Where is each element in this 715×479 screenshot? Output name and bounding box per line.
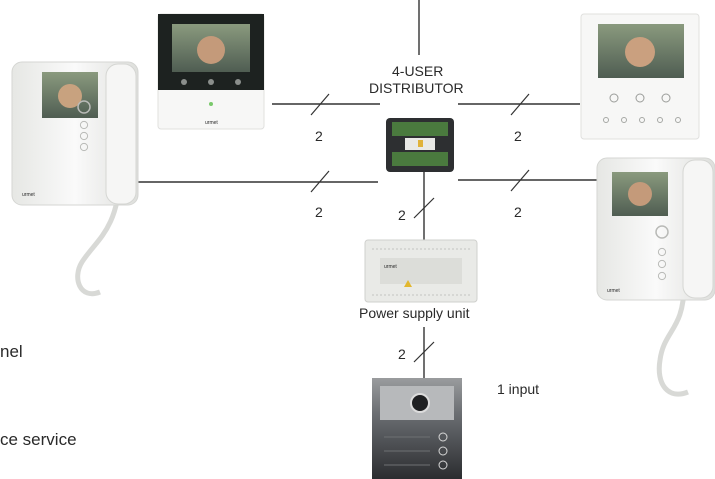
button-1 (657, 247, 667, 257)
handset-receiver (105, 63, 137, 205)
call-button-3 (438, 460, 448, 470)
handset-receiver (682, 159, 714, 299)
entrance-panel (372, 378, 462, 479)
jumper (418, 140, 423, 147)
slash-mid-right (510, 169, 530, 192)
distributor-label-line2: DISTRIBUTOR (369, 80, 464, 96)
wire-slashes (310, 93, 530, 363)
wires (137, 0, 598, 378)
left-note-line2: ce service (0, 430, 77, 449)
brand-logo: urmet (205, 120, 218, 126)
face-image (628, 182, 652, 206)
key-7 (657, 117, 663, 123)
key-5 (621, 117, 627, 123)
wire-count-to-panel: 2 (398, 346, 406, 362)
status-led (209, 102, 213, 106)
button-2 (79, 131, 89, 141)
slash-to-panel (413, 341, 435, 363)
psu-front (380, 258, 462, 284)
slash-top-right (510, 93, 530, 116)
distributor-label-line1: 4-USER (392, 63, 444, 79)
brand-logo: urmet (384, 264, 397, 270)
button-3 (79, 142, 89, 152)
brand-logo: urmet (607, 288, 620, 294)
terminal-block-top (392, 122, 448, 136)
terminal-block-bottom (392, 152, 448, 166)
panel-input-label: 1 input (497, 381, 540, 397)
touch-monitor-top-left: urmet (157, 13, 265, 130)
slash-to-psu (413, 197, 435, 219)
key-6 (639, 117, 645, 123)
coiled-cord (656, 284, 689, 397)
main-button (77, 100, 91, 114)
camera-lens (410, 393, 430, 413)
slash-mid-left (310, 170, 330, 193)
brand-logo: urmet (22, 192, 35, 198)
key-2 (208, 79, 214, 85)
key-3 (235, 79, 241, 85)
button-1 (79, 120, 89, 130)
distributor-module (386, 118, 454, 172)
face-image (58, 84, 82, 108)
button-3 (657, 271, 667, 281)
slash-top-left (310, 93, 330, 116)
call-button-1 (438, 432, 448, 442)
handset-monitor-right: urmet (596, 157, 715, 397)
wire-count-to-psu: 2 (398, 207, 406, 223)
key-1 (609, 93, 619, 103)
call-button-2 (438, 446, 448, 456)
wire-count-mid-right: 2 (514, 204, 522, 220)
main-button (655, 225, 669, 239)
power-supply-unit: urmet (364, 239, 478, 303)
handset-monitor-left: urmet (11, 61, 139, 297)
key-3 (661, 93, 671, 103)
touch-monitor-top-right (580, 13, 700, 140)
button-2 (657, 259, 667, 269)
wire-count-top-left: 2 (315, 128, 323, 144)
warning-icon (404, 280, 412, 287)
key-2 (635, 93, 645, 103)
key-8 (675, 117, 681, 123)
coiled-cord (75, 174, 123, 297)
face-image (197, 36, 225, 64)
face-image (625, 37, 655, 67)
key-1 (181, 79, 187, 85)
key-4 (603, 117, 609, 123)
left-note-line1: nel (0, 342, 23, 361)
power-supply-label: Power supply unit (359, 305, 470, 321)
wire-count-top-right: 2 (514, 128, 522, 144)
wire-count-mid-left: 2 (315, 204, 323, 220)
